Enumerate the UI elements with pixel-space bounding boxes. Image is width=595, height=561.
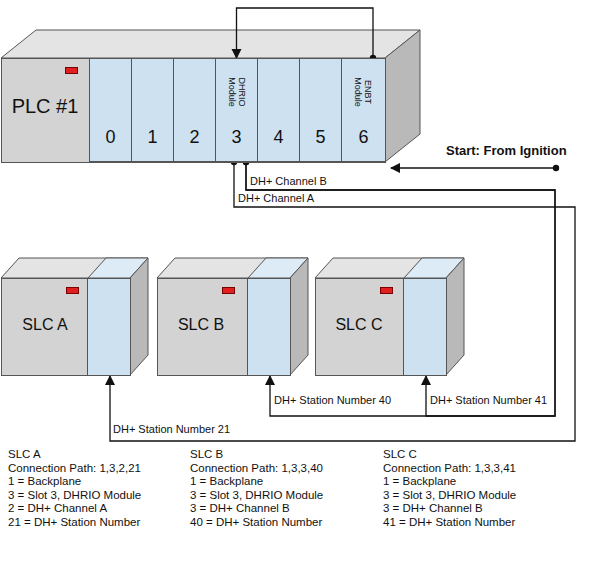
- path-note: 40 = DH+ Station Number: [190, 516, 322, 529]
- slot-number: 6: [342, 127, 385, 148]
- rack-slot: 1: [131, 58, 174, 162]
- path-note: 3 = Slot 3, DHRIO Module: [8, 489, 141, 502]
- rack-slot: 5: [299, 58, 342, 162]
- status-led: [380, 287, 393, 294]
- device-name: SLC B: [158, 316, 244, 334]
- path-note: 3 = Slot 3, DHRIO Module: [383, 489, 516, 502]
- slc-side: [290, 258, 308, 375]
- path-note: 1 = Backplane: [8, 475, 81, 488]
- path-note: 41 = DH+ Station Number: [383, 516, 515, 529]
- rack-slot: 4: [257, 58, 300, 162]
- path-note: Connection Path: 1,3,3,41: [383, 462, 516, 475]
- channel-name: DH+ Channel B: [250, 175, 327, 188]
- device-heading: SLC A: [8, 448, 41, 461]
- dh-module: [403, 279, 446, 375]
- device-heading: SLC B: [190, 448, 223, 461]
- rack-slot: 0: [89, 58, 132, 162]
- slc-top: [157, 258, 308, 278]
- module-name: ENBT Module: [353, 65, 373, 119]
- station-number: DH+ Station Number 41: [430, 394, 547, 407]
- slc-chassis: SLC B: [157, 278, 291, 376]
- station-number: DH+ Station Number 21: [113, 423, 230, 436]
- slot-number: 1: [132, 127, 173, 148]
- status-led: [222, 287, 235, 294]
- rack-top: [1, 30, 420, 58]
- slc-chassis: SLC A: [1, 278, 131, 376]
- dh-module: [87, 279, 130, 375]
- path-note: 3 = DH+ Channel B: [190, 502, 290, 515]
- slc-top: [1, 258, 148, 278]
- path-note: Connection Path: 1,3,3,40: [190, 462, 323, 475]
- slc-top: [315, 258, 464, 278]
- start-note: Start: From Ignition: [446, 144, 567, 159]
- device-name: SLC A: [2, 316, 88, 334]
- rack-side: [385, 30, 420, 162]
- slot-number: 3: [216, 127, 257, 148]
- slc-chassis: SLC C: [315, 278, 447, 376]
- device-name: SLC C: [316, 316, 402, 334]
- slot-number: 0: [90, 127, 131, 148]
- path-note: 1 = Backplane: [383, 475, 456, 488]
- path-note: 1 = Backplane: [190, 475, 263, 488]
- wire-dot: [553, 165, 559, 171]
- path-note: Connection Path: 1,3,2,21: [8, 462, 141, 475]
- path-note: 21 = DH+ Station Number: [8, 516, 140, 529]
- channel-name: DH+ Channel A: [238, 192, 314, 205]
- slc-side: [446, 258, 464, 375]
- status-led: [65, 67, 78, 74]
- ignition-wire: [391, 167, 556, 168]
- plc-rack: PLC #1012 DHRIO Module 345 ENBT Module 6: [1, 58, 386, 163]
- device-name: PLC #1: [2, 95, 88, 118]
- slot-number: 2: [174, 127, 215, 148]
- slot-number: 4: [258, 127, 299, 148]
- status-led: [66, 287, 79, 294]
- rack-slot: DHRIO Module 3: [215, 58, 258, 162]
- slc-side: [130, 258, 148, 375]
- dh-module: [247, 279, 290, 375]
- device-heading: SLC C: [383, 448, 417, 461]
- module-name: DHRIO Module: [227, 65, 247, 119]
- dh-plus-cable: [110, 162, 575, 441]
- path-note: 2 = DH+ Channel A: [8, 502, 107, 515]
- path-note: 3 = Slot 3, DHRIO Module: [190, 489, 323, 502]
- path-note: 3 = DH+ Channel B: [383, 502, 483, 515]
- ethernet-link: [237, 8, 374, 58]
- station-number: DH+ Station Number 40: [274, 394, 391, 407]
- rack-slot: 2: [173, 58, 216, 162]
- slot-number: 5: [300, 127, 341, 148]
- rack-slot: ENBT Module 6: [341, 58, 386, 162]
